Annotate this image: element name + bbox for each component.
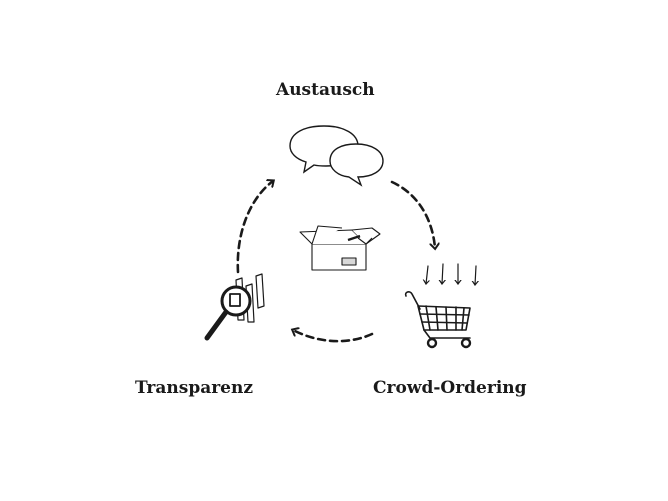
arrow-top-to-right: [390, 180, 435, 248]
node-label-austausch: Austausch: [276, 80, 375, 100]
open-box-icon: [299, 225, 381, 271]
arrow-right-to-left: [293, 330, 374, 343]
down-arrows-icon: [426, 263, 476, 285]
magnifier-chart-icon: [204, 273, 265, 341]
speech-bubbles-icon: [289, 125, 384, 187]
node-label-transparenz: Transparenz: [135, 378, 254, 398]
arrow-left-to-top: [236, 181, 273, 274]
shopping-cart-icon: [404, 291, 472, 349]
node-label-crowd-ordering: Crowd-Ordering: [373, 378, 527, 398]
